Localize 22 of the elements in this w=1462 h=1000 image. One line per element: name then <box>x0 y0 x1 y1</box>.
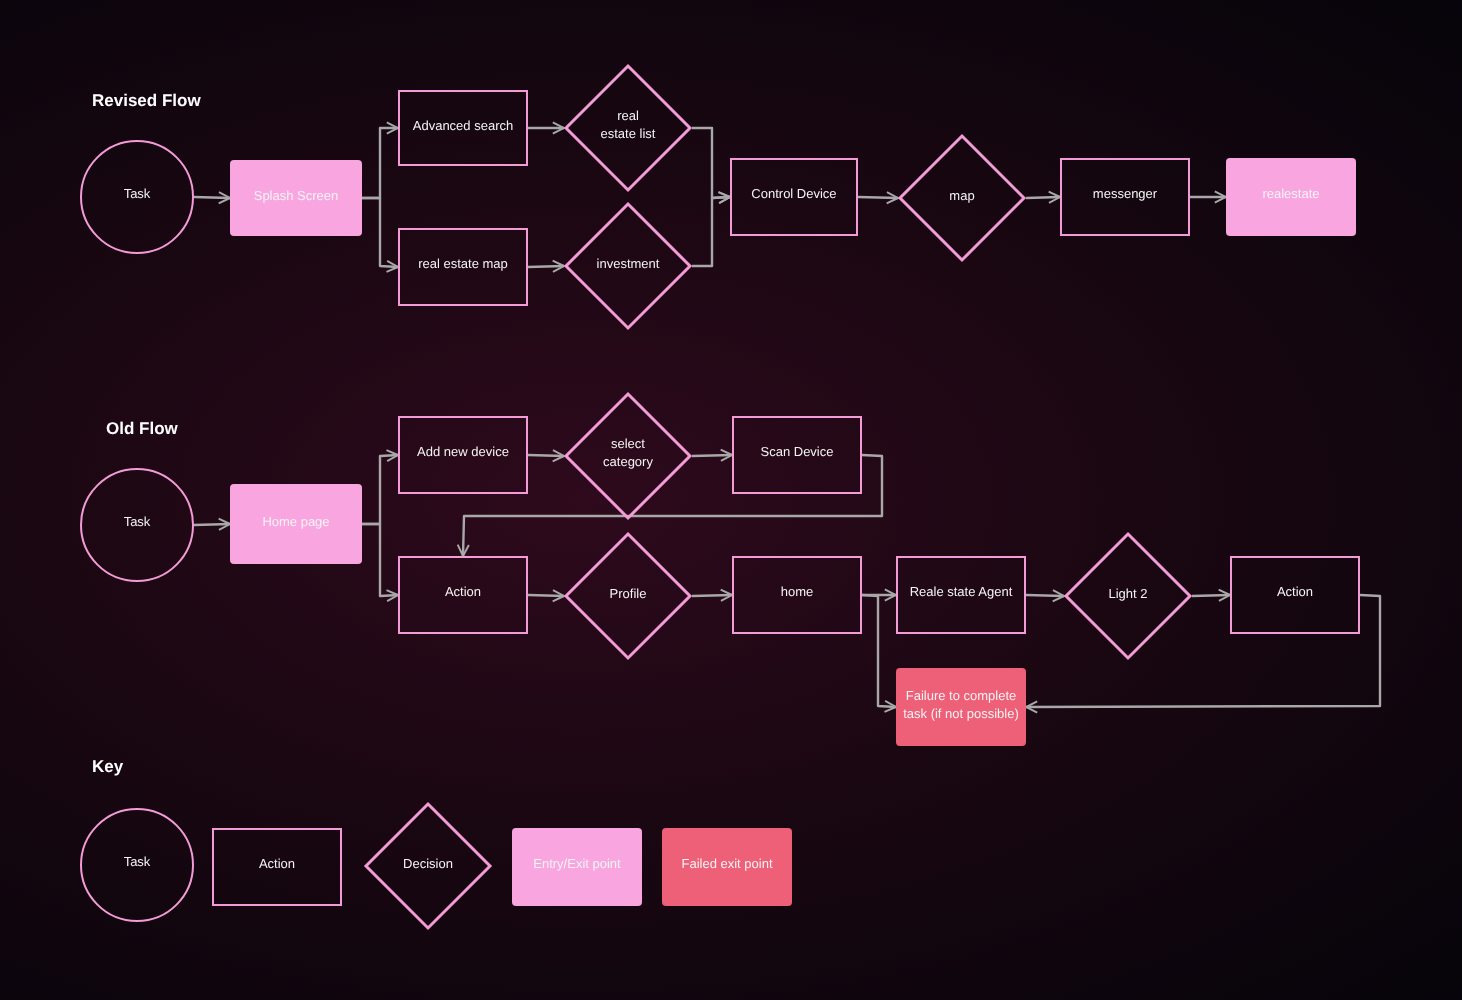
arrow <box>1025 190 1061 204</box>
arrow <box>527 589 565 603</box>
section-heading: Revised Flow <box>92 90 201 110</box>
arrow <box>456 453 884 557</box>
arrow <box>527 449 565 463</box>
arrow <box>362 196 399 273</box>
arrow <box>691 588 733 602</box>
arrow <box>857 191 899 205</box>
arrow <box>362 522 399 603</box>
section-heading: Key <box>92 756 124 776</box>
arrow <box>691 448 733 462</box>
arrow <box>692 191 731 268</box>
arrow <box>527 259 565 273</box>
arrow <box>193 517 231 531</box>
arrow <box>1191 588 1231 602</box>
section-heading: Old Flow <box>106 418 178 438</box>
arrow <box>1190 190 1227 204</box>
arrow <box>861 593 897 713</box>
arrow <box>528 121 565 135</box>
arrow <box>193 191 231 205</box>
arrow <box>1025 589 1065 603</box>
arrow <box>1025 593 1382 714</box>
